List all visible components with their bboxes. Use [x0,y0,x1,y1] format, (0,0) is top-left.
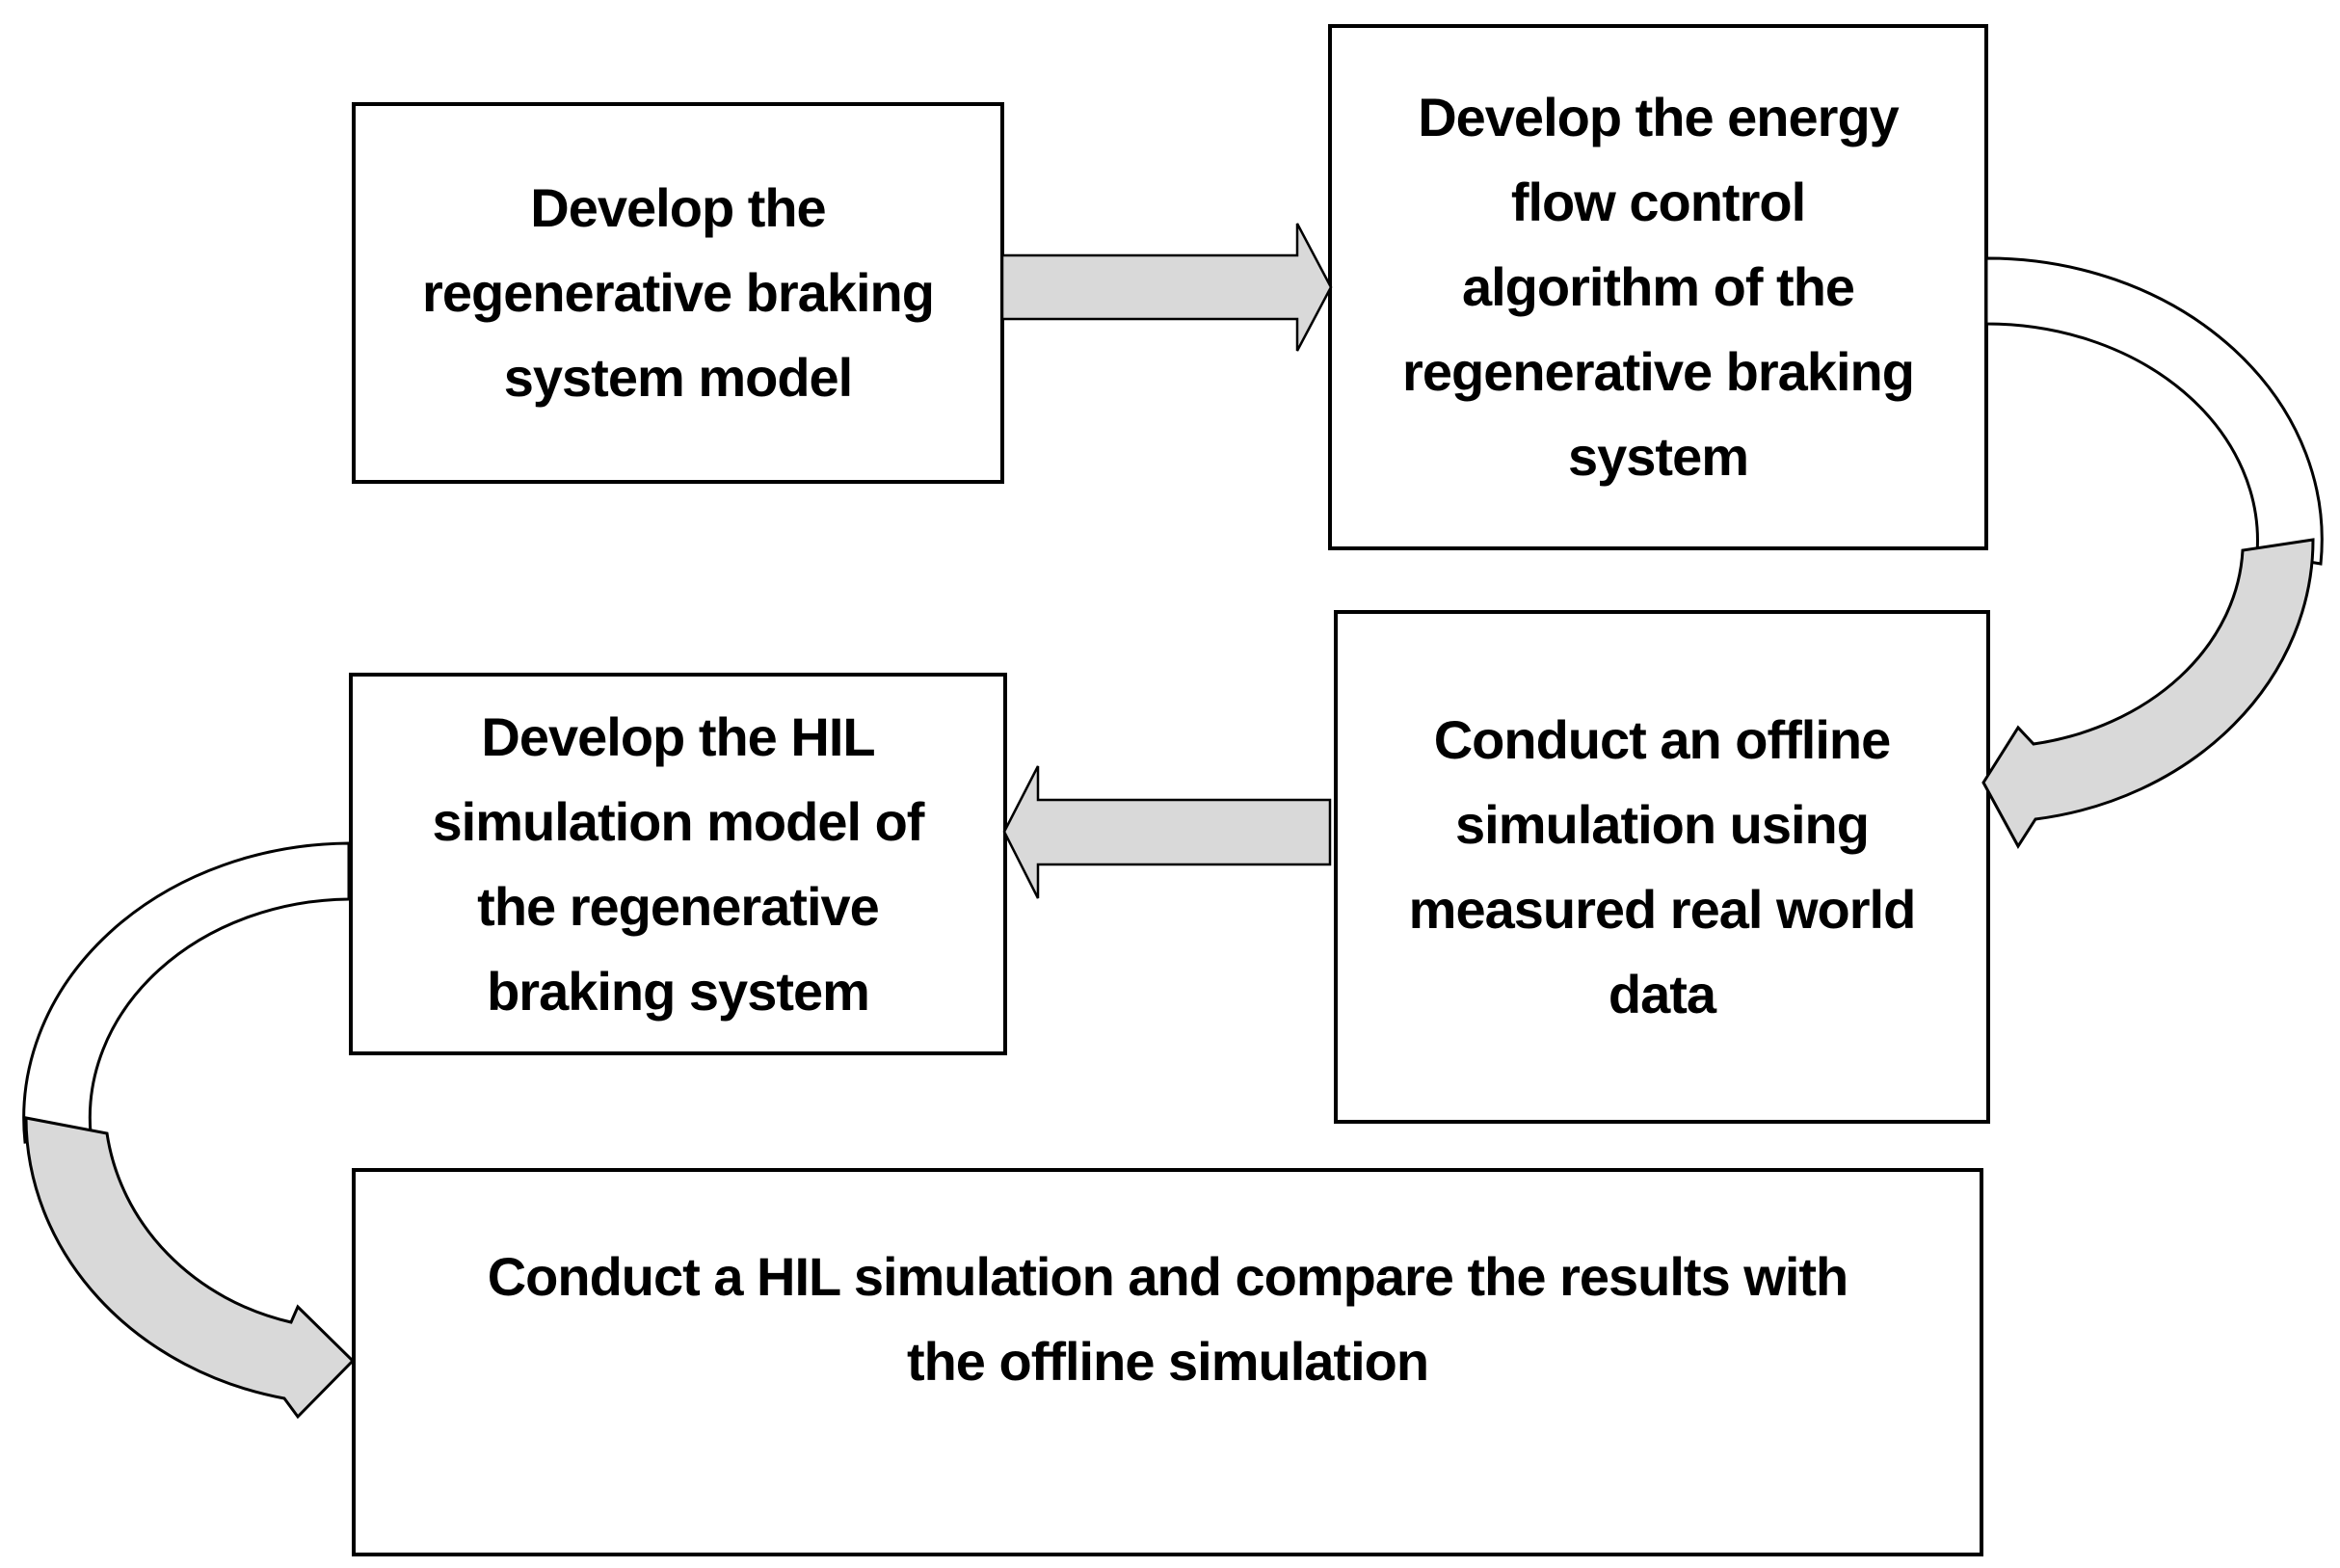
block-arrow-left-icon [1002,765,1332,899]
box-text-line: Conduct a HIL simulation and compare the… [487,1245,1849,1307]
process-box-develop-energy-flow-control: Develop the energy flow control algorith… [1328,24,1988,550]
box-text-line: Conduct an offline [1433,708,1892,770]
box-text-line: flow control [1510,172,1806,232]
box-text-line: the offline simulation [906,1330,1429,1392]
process-box-offline-simulation: Conduct an offline simulation using meas… [1334,610,1990,1124]
process-box-hil-simulation-compare: Conduct a HIL simulation and compare the… [352,1168,1983,1556]
curved-arrow-right-head-icon [24,1116,356,1420]
block-arrow-right-icon [1000,223,1333,352]
box-text-line: simulation model of [432,790,925,852]
box-text-line: measured real world [1408,878,1917,940]
box-text-line: the regenerative [477,875,880,937]
box-text-line: algorithm of the [1461,256,1855,317]
box-text-line: braking system [487,960,870,1022]
box-text-line: regenerative braking [1402,341,1915,402]
box-text-line: system [1567,426,1749,487]
curved-arrow-back-band-icon [1984,256,2324,566]
box-text-line: Develop the HIL [481,705,875,767]
box-text-line: system model [503,347,853,408]
box-text-line: Develop the energy [1418,87,1900,147]
box-text-line: data [1608,963,1716,1024]
box-text-line: simulation using [1455,793,1870,855]
curved-arrow-left-head-icon [1981,538,2315,849]
process-box-develop-model: Develop the regenerative braking system … [352,102,1004,484]
box-text-line: Develop the [530,177,826,238]
box-text-line: regenerative braking [422,262,935,323]
curved-arrow-back-band-icon [22,841,351,1144]
process-box-develop-hil-model: Develop the HIL simulation model of the … [349,673,1007,1055]
